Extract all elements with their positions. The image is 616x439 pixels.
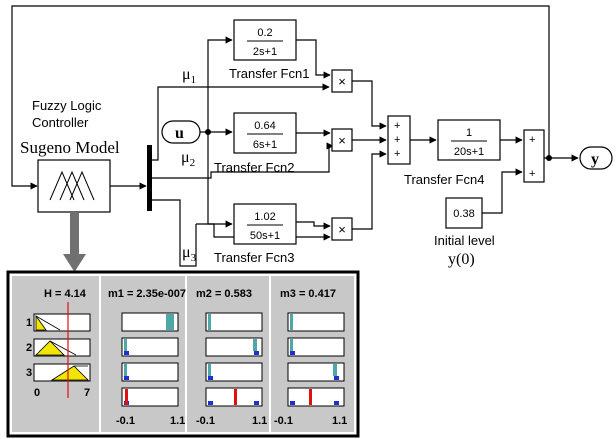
m2-value-label: m2 = 0.583 <box>196 288 252 300</box>
transfer-fcn1-block[interactable]: 0.2 2s+1 <box>233 19 297 61</box>
input-mf-row-3 <box>33 363 91 382</box>
m1-axis-min: -0.1 <box>116 415 135 427</box>
m1-value-label: m1 = 2.35e-007 <box>108 288 186 300</box>
initial-level-block[interactable]: 0.38 <box>445 197 483 229</box>
mu3-label: μ3 <box>182 244 197 264</box>
svg-text:6s+1: 6s+1 <box>253 139 277 151</box>
mu1-label: μ1 <box>182 66 196 86</box>
transfer-fcn4-block[interactable]: 1 20s+1 <box>437 119 501 161</box>
tf1-to-prod1-line <box>296 39 331 79</box>
svg-text:×: × <box>338 74 346 89</box>
viewer-arrow-head <box>63 254 86 272</box>
svg-text:50s+1: 50s+1 <box>250 230 280 242</box>
m3-output-column <box>287 312 345 407</box>
initial-level-symbol: y(0) <box>448 251 475 268</box>
initial-level-label: Initial level <box>434 233 495 248</box>
m2-axis-min: -0.1 <box>196 415 215 427</box>
input-mf-row-1 <box>33 313 91 332</box>
transfer-fcn2-block[interactable]: 0.64 6s+1 <box>233 112 297 154</box>
controller-model-label: Sugeno Model <box>20 138 120 157</box>
transfer-fcn2-name: Transfer Fcn2 <box>214 160 294 175</box>
sum-block-2[interactable]: + + <box>523 129 545 183</box>
u-to-tf3-line <box>207 132 233 228</box>
membership-icon <box>49 170 95 201</box>
h-value-label: H = 4.14 <box>44 288 87 300</box>
tf3-to-prod3-line <box>296 221 331 230</box>
input-u-port[interactable]: u <box>161 120 201 144</box>
transfer-fcn3-block[interactable]: 1.02 50s+1 <box>233 203 297 245</box>
rule-num-1: 1 <box>26 317 32 329</box>
m3-value-label: m3 = 0.417 <box>280 288 336 300</box>
svg-text:+: + <box>529 134 535 146</box>
svg-text:+: + <box>394 134 400 146</box>
prod1-to-sum1-line <box>352 80 387 130</box>
svg-text:0.64: 0.64 <box>254 120 275 132</box>
svg-text:1: 1 <box>466 127 472 139</box>
rule-viewer-panel: H = 4.14 m1 = 2.35e-007 m2 = 0.583 m3 = … <box>6 270 360 438</box>
rule-num-3: 3 <box>26 367 32 379</box>
controller-title-line1: Fuzzy Logic <box>32 98 102 113</box>
mu3-line <box>152 199 197 267</box>
u-to-tf1-line <box>207 36 233 132</box>
prod3-to-sum1-line <box>352 150 387 230</box>
m3-axis-min: -0.1 <box>274 415 293 427</box>
m2-axis-max: 1.1 <box>252 415 267 427</box>
feedback-line <box>11 5 550 190</box>
output-junction <box>546 155 552 161</box>
mu2-line <box>152 146 330 179</box>
product-block-2[interactable]: × <box>331 128 353 152</box>
svg-text:+: + <box>529 168 535 180</box>
svg-text:1.02: 1.02 <box>254 211 275 223</box>
svg-text:0.2: 0.2 <box>257 27 272 39</box>
transfer-fcn4-name: Transfer Fcn4 <box>404 172 484 187</box>
viewer-arrow-shaft <box>70 212 79 256</box>
init-to-sum2-line <box>482 168 523 214</box>
svg-text:+: + <box>394 120 400 132</box>
sum-block-1[interactable]: + + + <box>387 115 411 165</box>
svg-text:20s+1: 20s+1 <box>454 146 484 158</box>
demux-block[interactable] <box>147 145 152 211</box>
rule-num-2: 2 <box>26 342 32 354</box>
svg-text:×: × <box>338 133 346 148</box>
m2-output-column <box>205 312 263 407</box>
input-axis-max: 7 <box>84 387 90 399</box>
output-y-port[interactable]: y <box>579 146 613 170</box>
transfer-fcn3-name: Transfer Fcn3 <box>214 250 294 265</box>
m1-output-column <box>121 312 179 407</box>
svg-text:×: × <box>338 222 346 237</box>
input-mf-row-2 <box>33 338 91 357</box>
svg-text:0.38: 0.38 <box>453 208 474 220</box>
product-block-1[interactable]: × <box>331 69 353 93</box>
svg-text:2s+1: 2s+1 <box>253 46 277 58</box>
product-block-3[interactable]: × <box>331 217 353 241</box>
controller-title-line2: Controller <box>32 115 89 130</box>
mu1-line <box>152 83 330 161</box>
m3-axis-max: 1.1 <box>332 415 347 427</box>
fuzzy-controller-block[interactable] <box>37 159 111 213</box>
transfer-fcn1-name: Transfer Fcn1 <box>229 66 309 81</box>
svg-text:+: + <box>394 148 400 160</box>
m1-axis-max: 1.1 <box>170 415 185 427</box>
svg-text:y: y <box>591 151 599 168</box>
input-axis-min: 0 <box>34 387 40 399</box>
svg-text:u: u <box>175 125 184 142</box>
mu2-label: μ2 <box>181 149 195 169</box>
